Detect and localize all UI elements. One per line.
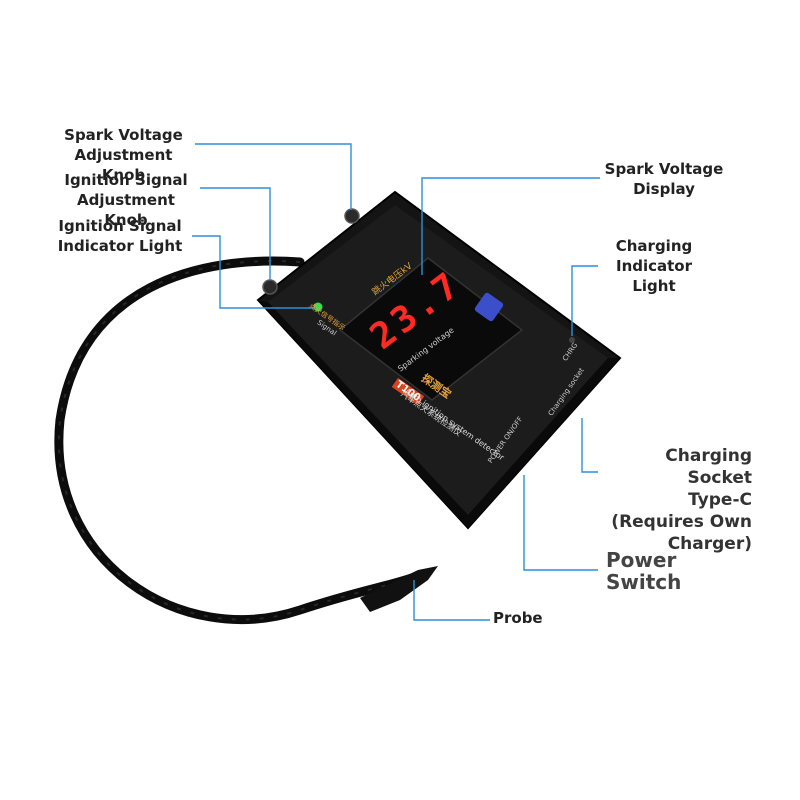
label-probe: Probe xyxy=(493,609,543,627)
label-ignition-indicator-light: Ignition Signal Indicator Light xyxy=(57,217,183,255)
label-spark-voltage-knob: Spark Voltage Adjustment Knob xyxy=(64,126,183,184)
callout-lines xyxy=(192,143,600,621)
callout-line-charging-light xyxy=(571,265,598,336)
probe-cable xyxy=(54,256,425,624)
callout-line-probe xyxy=(413,580,490,621)
callout-line-spark-display xyxy=(421,177,600,275)
callout-line-ignition-knob xyxy=(200,187,271,280)
charging-indicator-led xyxy=(569,337,575,343)
probe-tip xyxy=(360,566,438,612)
ignition-signal-knob[interactable] xyxy=(262,279,278,295)
spark-voltage-knob[interactable] xyxy=(344,208,360,224)
signal-indicator-led xyxy=(313,302,323,312)
callout-line-power-switch xyxy=(523,475,598,571)
callout-line-ignition-light xyxy=(192,235,316,309)
label-charging-indicator-light: Charging Indicator Light xyxy=(615,237,693,295)
label-spark-voltage-display: Spark Voltage Display xyxy=(604,160,724,198)
label-power-switch: Power Switch xyxy=(606,548,682,594)
brand-logo xyxy=(474,292,504,322)
label-charging-socket: Charging Socket Type-C (Requires Own Cha… xyxy=(611,446,752,554)
display-window xyxy=(338,257,524,401)
callout-line-spark-knob xyxy=(195,143,352,210)
callout-line-charging-socket xyxy=(581,418,598,473)
label-ignition-signal-knob: Ignition Signal Adjustment Knob xyxy=(64,171,188,229)
